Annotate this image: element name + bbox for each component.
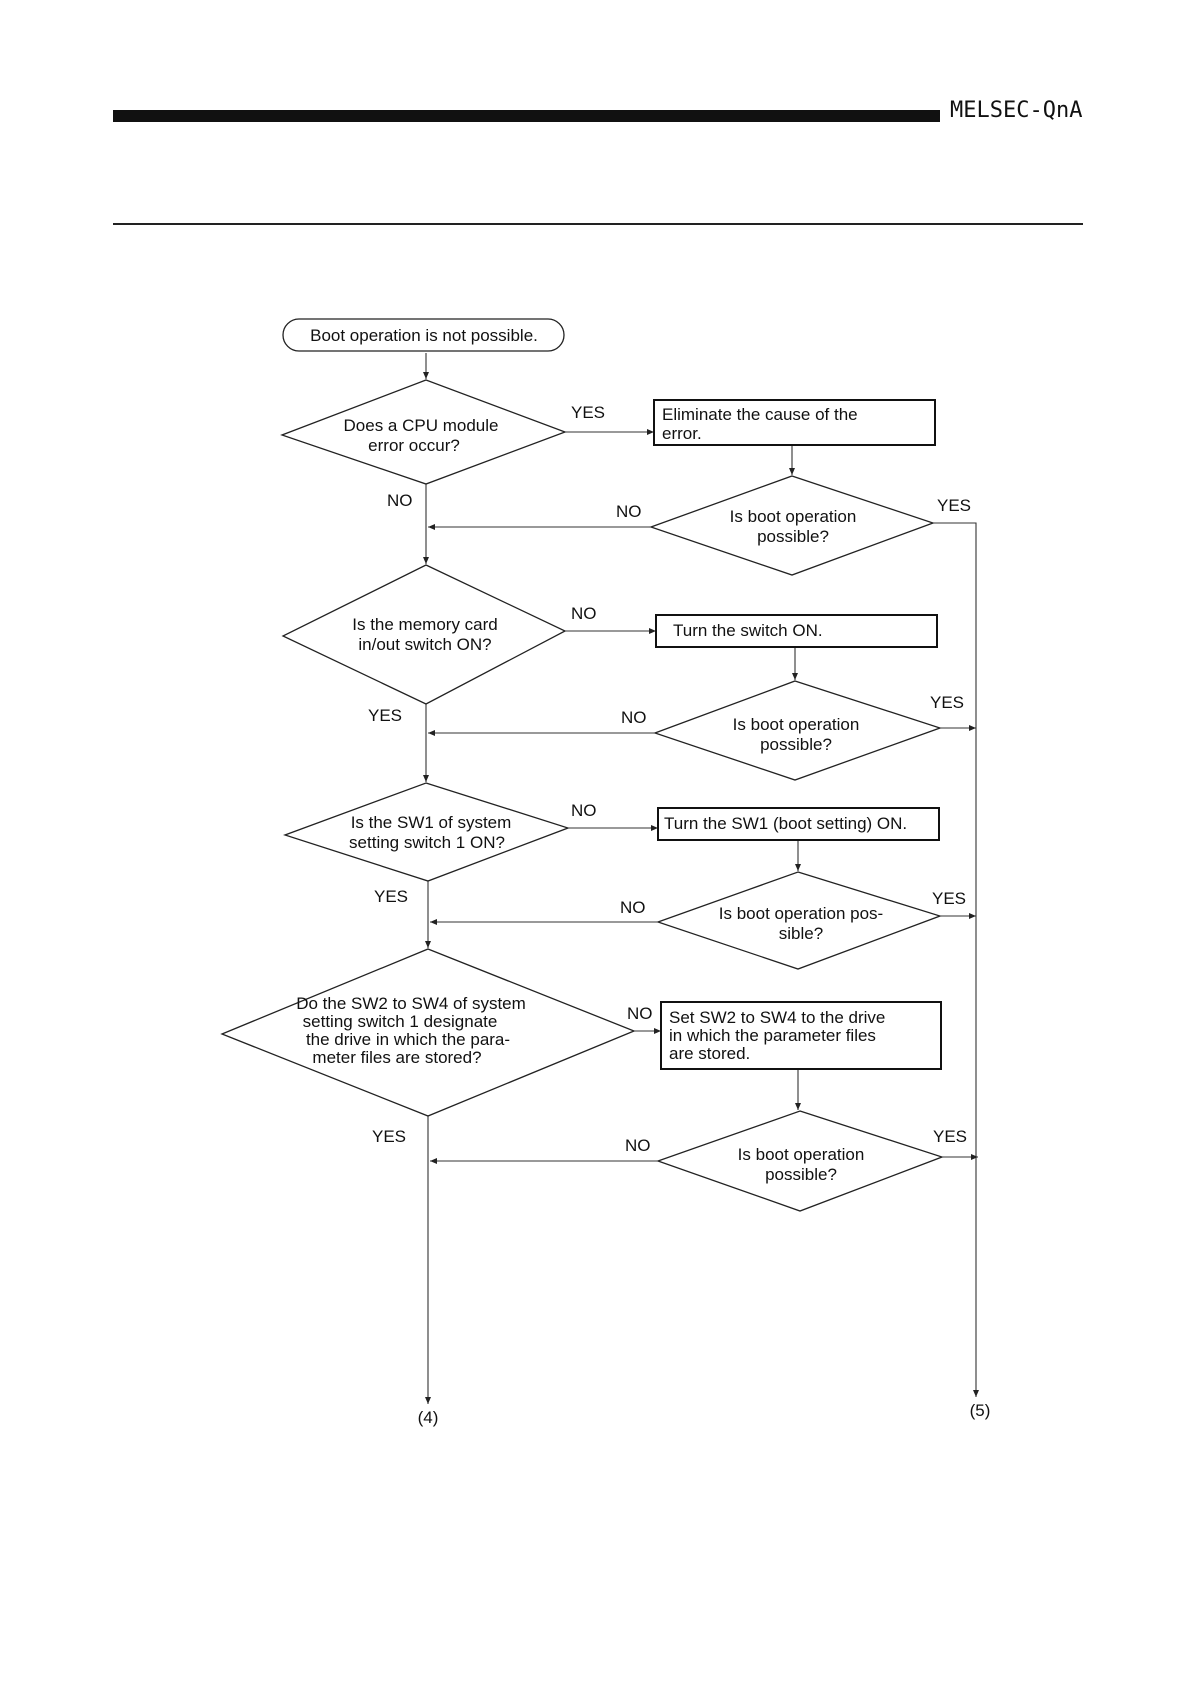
no-label: NO	[387, 491, 413, 510]
no-label: NO	[625, 1136, 651, 1155]
yes-label: YES	[571, 403, 605, 422]
check-boot-3: Is boot operation pos- sible?	[656, 871, 943, 970]
svg-text:Is boot operation pos-: Is boot operation pos-	[719, 904, 883, 923]
svg-text:meter files are stored?: meter files are stored?	[312, 1048, 481, 1067]
svg-text:sible?: sible?	[779, 924, 823, 943]
svg-text:are stored.: are stored.	[669, 1044, 750, 1063]
connector-lines	[423, 353, 979, 1404]
svg-text:error occur?: error occur?	[368, 436, 460, 455]
svg-text:in which the parameter files: in which the parameter files	[669, 1026, 876, 1045]
no-label: NO	[627, 1004, 653, 1023]
svg-text:Turn the switch ON.: Turn the switch ON.	[673, 621, 823, 640]
decision-sw1: Is the SW1 of system setting switch 1 ON…	[283, 782, 570, 882]
connector-5-label: (5)	[970, 1401, 991, 1420]
svg-text:Do the SW2 to SW4 of system: Do the SW2 to SW4 of system	[296, 994, 526, 1013]
yes-label: YES	[933, 1127, 967, 1146]
process-eliminate-cause: Eliminate the cause of the error.	[653, 399, 936, 446]
svg-text:in/out switch ON?: in/out switch ON?	[358, 635, 491, 654]
no-label: NO	[616, 502, 642, 521]
yes-label: YES	[374, 887, 408, 906]
no-label: NO	[571, 801, 597, 820]
svg-text:setting switch 1 designate: setting switch 1 designate	[303, 1012, 498, 1031]
svg-text:Is the SW1 of system: Is the SW1 of system	[351, 813, 512, 832]
svg-text:Turn the SW1 (boot setting) ON: Turn the SW1 (boot setting) ON.	[664, 814, 907, 833]
yes-label: YES	[937, 496, 971, 515]
svg-text:possible?: possible?	[765, 1165, 837, 1184]
yes-label: YES	[930, 693, 964, 712]
decision-cpu-error: Does a CPU module error occur?	[280, 379, 567, 485]
header-bar	[113, 110, 940, 122]
start-text: Boot operation is not possible.	[310, 326, 538, 345]
svg-text:possible?: possible?	[757, 527, 829, 546]
decision-memory-card: Is the memory card in/out switch ON?	[281, 564, 567, 705]
decision-sw2-sw4: Do the SW2 to SW4 of system setting swit…	[220, 948, 636, 1117]
svg-text:Set SW2 to SW4 to the drive: Set SW2 to SW4 to the drive	[669, 1008, 885, 1027]
yes-label: YES	[932, 889, 966, 908]
svg-text:Eliminate the cause of the: Eliminate the cause of the	[662, 405, 858, 424]
svg-text:Does a CPU module: Does a CPU module	[344, 416, 499, 435]
no-label: NO	[571, 604, 597, 623]
svg-text:the drive in which the para-: the drive in which the para-	[306, 1030, 510, 1049]
check-boot-4: Is boot operation possible?	[656, 1110, 944, 1212]
section-rule	[113, 223, 1083, 225]
process-turn-sw1: Turn the SW1 (boot setting) ON.	[657, 807, 940, 841]
svg-text:Is boot operation: Is boot operation	[730, 507, 857, 526]
brand-label: MELSEC-QnA	[950, 98, 1083, 123]
check-boot-1: Is boot operation possible?	[649, 475, 935, 576]
connector-4-label: (4)	[418, 1408, 439, 1427]
process-turn-switch: Turn the switch ON.	[655, 614, 938, 648]
check-boot-2: Is boot operation possible?	[653, 680, 943, 781]
svg-text:Is the memory card: Is the memory card	[352, 615, 498, 634]
svg-text:setting switch 1 ON?: setting switch 1 ON?	[349, 833, 505, 852]
svg-text:Is boot operation: Is boot operation	[738, 1145, 865, 1164]
svg-text:possible?: possible?	[760, 735, 832, 754]
no-label: NO	[620, 898, 646, 917]
yes-label: YES	[372, 1127, 406, 1146]
svg-text:Is boot operation: Is boot operation	[733, 715, 860, 734]
start-terminal: Boot operation is not possible.	[282, 318, 565, 352]
svg-text:error.: error.	[662, 424, 702, 443]
no-label: NO	[621, 708, 647, 727]
yes-label: YES	[368, 706, 402, 725]
process-set-sw2-sw4: Set SW2 to SW4 to the drive in which the…	[660, 1001, 942, 1070]
